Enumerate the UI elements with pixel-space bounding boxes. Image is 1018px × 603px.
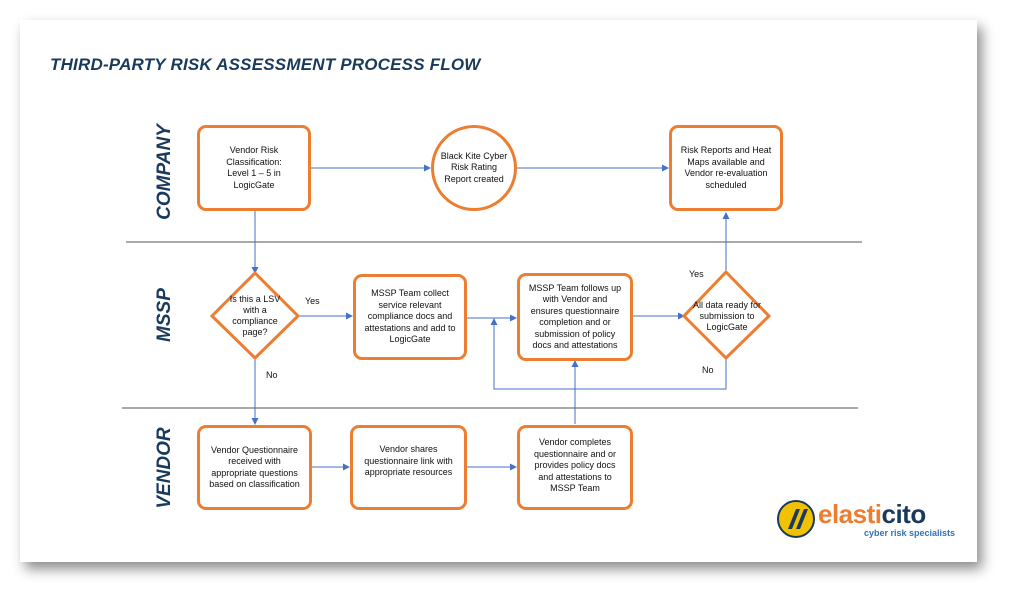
decision-ready-shape [681, 269, 772, 361]
decision-lsv-shape [209, 270, 301, 361]
node-mssp-collect-docs: MSSP Team collect service relevant compl… [353, 274, 467, 360]
logo-tagline: cyber risk specialists [864, 528, 956, 538]
node-vendor-completes: Vendor completes questionnaire and or pr… [517, 425, 633, 510]
node-questionnaire-received: Vendor Questionnaire received with appro… [197, 425, 312, 510]
logo-mark-icon [777, 500, 815, 538]
decision-ready-label: All data ready for submission to LogicGa… [692, 299, 762, 332]
decision-lsv-label: Is this a LSV with a compliance page? [229, 294, 281, 337]
node-vendor-risk-classification: Vendor Risk Classification: Level 1 – 5 … [197, 125, 311, 211]
elasticito-logo: elasticito cyber risk specialists [776, 497, 961, 542]
label-lsv-no: No [266, 370, 278, 380]
logo-word-a: elasti [818, 499, 882, 529]
logo-wordmark: elasticito [818, 499, 926, 530]
node-vendor-shares-link: Vendor shares questionnaire link with ap… [350, 425, 467, 510]
node-mssp-follow-up: MSSP Team follows up with Vendor and ens… [517, 273, 633, 361]
slide [20, 20, 977, 562]
label-lsv-yes: Yes [305, 296, 320, 306]
label-ready-no: No [702, 365, 714, 375]
arrow-ready-no-loop [490, 318, 727, 390]
logo-word-b: cito [881, 499, 927, 529]
label-ready-yes: Yes [689, 269, 704, 279]
node-black-kite-report: Black Kite Cyber Risk Rating Report crea… [431, 125, 517, 211]
page-title: THIRD-PARTY RISK ASSESSMENT PROCESS FLOW [50, 55, 481, 74]
node-risk-reports: Risk Reports and Heat Maps available and… [669, 125, 783, 211]
